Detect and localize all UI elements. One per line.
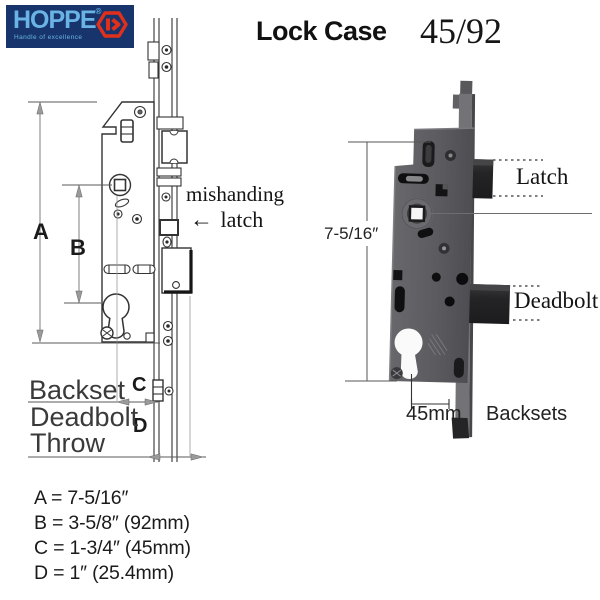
hoppe-logo: HOPPE® Handle of excellence: [6, 5, 134, 48]
faceplate-bottom-tab: [451, 417, 470, 439]
dim-label-d: D: [133, 415, 148, 437]
backsets-label: Backsets: [486, 403, 568, 425]
dimension-lines: [28, 101, 206, 461]
mishandling-latch-note-line2: ← latch: [190, 207, 263, 233]
brand-name: HOPPE®: [13, 6, 102, 34]
mishandling-latch-note-line1: mishanding: [186, 182, 284, 206]
lock-drawing: [28, 18, 206, 462]
registered-mark: ®: [95, 7, 102, 16]
brand-tagline: Handle of excellence: [14, 34, 83, 41]
lock-case-body-drawing: [100, 101, 156, 343]
hoppe-hexagon-icon: [95, 10, 129, 44]
deadbolt-label: Deadbolt: [514, 288, 599, 313]
latch-bolt: [471, 159, 494, 199]
dim-label-b: B: [70, 235, 86, 260]
backset-45mm-value: 45mm: [406, 403, 462, 425]
deadbolt-throw-label-line1: Deadbolt: [30, 402, 139, 432]
photo-height-dimension: 7-5/16″: [324, 224, 379, 243]
legend-item-d: D = 1″ (25.4mm): [34, 562, 174, 584]
photo-annotation-lines: [345, 141, 592, 409]
backset-label: Backset: [29, 375, 126, 405]
legend-item-b: B = 3-5/8″ (92mm): [34, 512, 190, 534]
latch-label: Latch: [516, 164, 569, 189]
mishandling-latch-part: [159, 219, 179, 236]
lock-photo: [388, 80, 511, 439]
latch-note-text: latch: [220, 207, 264, 232]
arrow-left-icon: ←: [190, 207, 215, 232]
deadbolt-bolt: [468, 284, 511, 325]
page-title: Lock Case: [256, 16, 387, 46]
dim-label-c: C: [132, 374, 147, 396]
deadbolt-throw-label-line2: Throw: [30, 428, 106, 458]
legend-item-a: A = 7-5/16″: [34, 487, 129, 509]
lock-case-body-photo: [389, 128, 475, 384]
rail-hardware: [147, 41, 193, 402]
euro-cylinder-photo: [394, 328, 423, 379]
legend-item-c: C = 1-3/4″ (45mm): [34, 537, 191, 559]
model-number: 45/92: [420, 11, 503, 51]
dim-label-a: A: [33, 219, 49, 244]
